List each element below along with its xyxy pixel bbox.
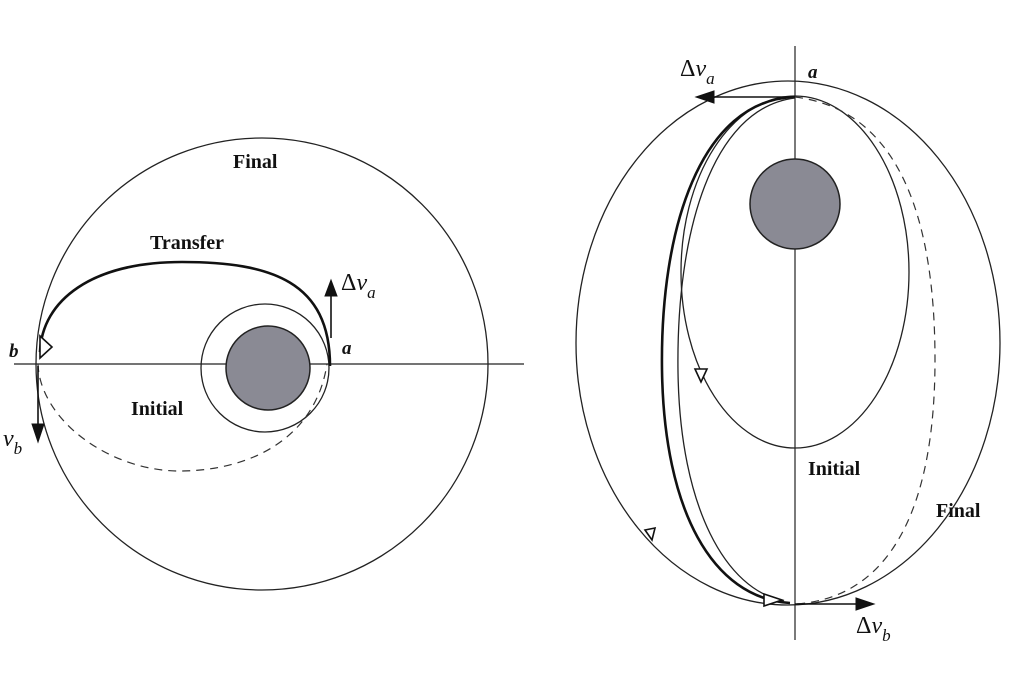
right-transfer-direction-marker bbox=[763, 592, 785, 608]
right-delta-vb-sub: b bbox=[882, 626, 891, 645]
left-delta-va-sub: a bbox=[367, 283, 376, 302]
left-point-a-label: a bbox=[342, 338, 352, 359]
left-vb-label: vb bbox=[3, 426, 22, 458]
right-final-direction-marker bbox=[643, 526, 657, 542]
right-transfer-companion-line bbox=[677, 97, 796, 602]
right-initial-direction-marker bbox=[693, 368, 709, 384]
left-transfer-arrow-marker bbox=[39, 334, 54, 360]
right-final-orbit bbox=[575, 80, 1001, 606]
right-delta-va-sub: a bbox=[706, 69, 715, 88]
right-final-label: Final bbox=[936, 500, 981, 522]
left-initial-label: Initial bbox=[131, 398, 184, 420]
left-final-label: Final bbox=[233, 151, 278, 173]
left-planet bbox=[225, 325, 311, 411]
left-vb-var: v bbox=[3, 426, 14, 452]
right-diagram: a Initial Final Δva Δvb bbox=[575, 46, 1001, 645]
right-delta-va-arrowhead bbox=[694, 90, 715, 104]
right-planet bbox=[749, 158, 841, 250]
right-delta-vb-arrowhead bbox=[855, 597, 876, 611]
right-delta-va-label: Δva bbox=[680, 56, 715, 88]
left-delta-va-arrowhead bbox=[324, 278, 338, 297]
left-delta-va-var: v bbox=[356, 270, 367, 296]
left-point-b-label: b bbox=[9, 341, 19, 362]
left-vb-arrowhead bbox=[31, 423, 45, 444]
right-transfer-dashed-half bbox=[794, 96, 936, 605]
right-delta-va-symbol: Δ bbox=[680, 56, 695, 82]
right-initial-orbit bbox=[680, 95, 910, 449]
left-transfer-arc bbox=[38, 260, 332, 367]
right-delta-vb-label: Δvb bbox=[856, 613, 891, 645]
right-delta-vb-var: v bbox=[871, 613, 882, 639]
left-vb-sub: b bbox=[14, 439, 23, 458]
right-delta-vb-symbol: Δ bbox=[856, 613, 871, 639]
left-delta-va-label: Δva bbox=[341, 270, 376, 302]
left-diagram: Final Transfer Initial a b Δva vb bbox=[3, 137, 524, 591]
right-delta-va-var: v bbox=[695, 56, 706, 82]
right-initial-label: Initial bbox=[808, 458, 861, 480]
left-initial-orbit bbox=[200, 303, 330, 433]
right-point-a-label: a bbox=[808, 62, 818, 83]
left-transfer-label: Transfer bbox=[150, 232, 224, 254]
left-delta-va-symbol: Δ bbox=[341, 270, 356, 296]
right-transfer-arc bbox=[660, 95, 796, 605]
